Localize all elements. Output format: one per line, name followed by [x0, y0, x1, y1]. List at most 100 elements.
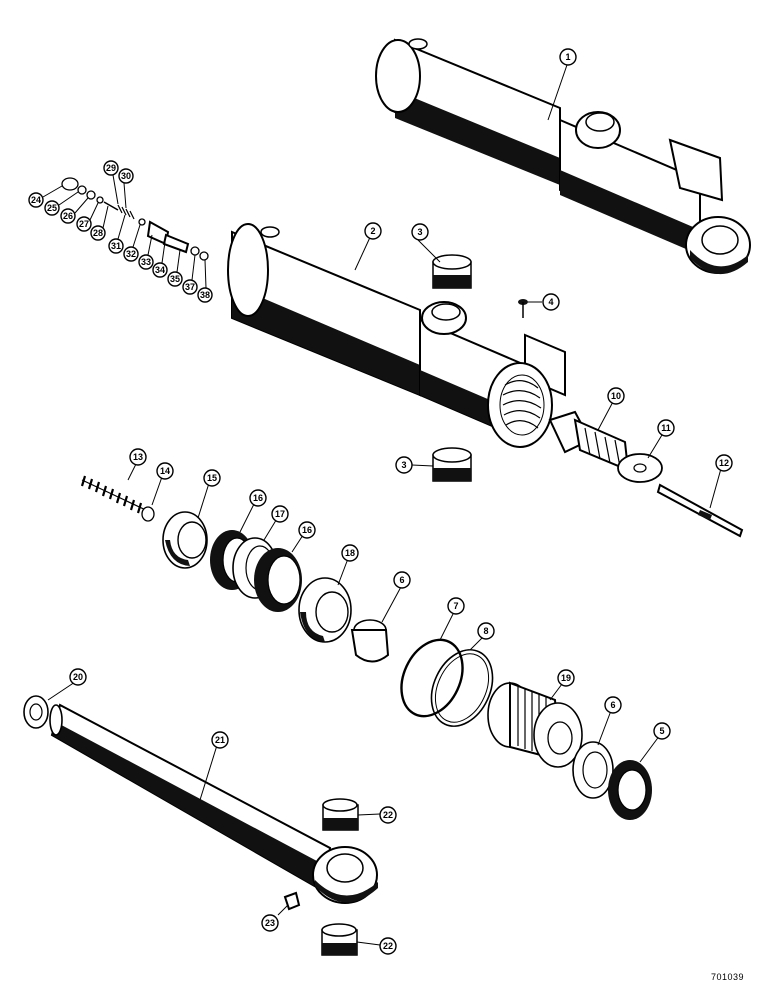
callout-37: 37 — [182, 279, 198, 295]
svg-text:7: 7 — [453, 601, 458, 611]
callout-33: 33 — [138, 254, 154, 270]
spring-part-13 — [80, 475, 151, 514]
o-ring-part-7 — [400, 638, 464, 718]
svg-text:3: 3 — [401, 460, 406, 470]
svg-text:16: 16 — [253, 493, 263, 503]
svg-text:23: 23 — [265, 918, 275, 928]
svg-text:32: 32 — [126, 249, 136, 259]
callout-35: 35 — [167, 271, 183, 287]
callout-16-left: 16 — [249, 489, 267, 507]
callout-1: 1 — [559, 48, 577, 66]
callout-27: 27 — [76, 216, 92, 232]
callout-19: 19 — [557, 669, 575, 687]
cylinder-assembly-part-1 — [375, 38, 751, 275]
svg-text:21: 21 — [215, 735, 225, 745]
svg-text:37: 37 — [185, 282, 195, 292]
svg-text:11: 11 — [661, 423, 671, 433]
svg-text:35: 35 — [170, 274, 180, 284]
callout-13: 13 — [129, 448, 147, 466]
cylinder-barrel-part-2 — [227, 223, 566, 448]
washer-part-11 — [617, 453, 663, 483]
wiper-part-5 — [608, 760, 652, 820]
callout-12: 12 — [715, 454, 733, 472]
bushing-part-3-bottom — [432, 447, 472, 482]
callout-18: 18 — [341, 544, 359, 562]
svg-text:38: 38 — [200, 290, 210, 300]
callout-3-bottom: 3 — [395, 456, 413, 474]
callout-28: 28 — [90, 225, 106, 241]
callout-8: 8 — [477, 622, 495, 640]
svg-text:6: 6 — [610, 700, 615, 710]
callout-6-bottom: 6 — [604, 696, 622, 714]
gland-part-19 — [487, 681, 583, 768]
svg-text:8: 8 — [483, 626, 488, 636]
backup-ring-part-8-b — [572, 741, 614, 799]
svg-text:20: 20 — [73, 672, 83, 682]
callout-15: 15 — [203, 469, 221, 487]
svg-text:18: 18 — [345, 548, 355, 558]
callout-14: 14 — [156, 462, 174, 480]
piston-part-18 — [298, 577, 352, 643]
bushing-part-22-top — [322, 798, 359, 831]
valve-components — [61, 177, 209, 261]
callout-22-top: 22 — [379, 806, 397, 824]
svg-text:26: 26 — [63, 211, 73, 221]
svg-text:24: 24 — [31, 195, 41, 205]
callout-11: 11 — [657, 419, 675, 437]
washer-part-20 — [23, 695, 49, 729]
callout-10: 10 — [607, 387, 625, 405]
svg-text:5: 5 — [659, 726, 664, 736]
svg-text:30: 30 — [121, 171, 131, 181]
svg-text:27: 27 — [79, 219, 89, 229]
svg-text:34: 34 — [155, 265, 165, 275]
bushing-part-22-bottom — [321, 923, 358, 956]
ball-part-14 — [141, 506, 155, 522]
svg-text:29: 29 — [106, 163, 116, 173]
catalog-number: 701039 — [710, 972, 744, 982]
callout-2: 2 — [364, 222, 382, 240]
callout-21: 21 — [211, 731, 229, 749]
pin-part-12 — [656, 483, 744, 538]
callout-38: 38 — [197, 287, 213, 303]
callout-6-top: 6 — [393, 571, 411, 589]
callout-25: 25 — [44, 200, 60, 216]
svg-text:6: 6 — [399, 575, 404, 585]
callout-20: 20 — [69, 668, 87, 686]
bushing-part-6-a — [350, 619, 390, 663]
svg-text:13: 13 — [133, 452, 143, 462]
svg-text:10: 10 — [611, 391, 621, 401]
callout-29: 29 — [103, 160, 119, 176]
callout-3-top: 3 — [411, 223, 429, 241]
svg-text:33: 33 — [141, 257, 151, 267]
adapter-part-10 — [548, 410, 630, 472]
grease-fitting-part-4 — [518, 299, 528, 318]
seal-part-16-b — [254, 548, 302, 612]
svg-text:1: 1 — [565, 52, 570, 62]
backup-ring-part-8-a — [430, 649, 494, 727]
callout-26: 26 — [60, 208, 76, 224]
callout-24: 24 — [28, 192, 44, 208]
callout-5: 5 — [653, 722, 671, 740]
callout-30: 30 — [118, 168, 134, 184]
svg-text:3: 3 — [417, 227, 422, 237]
piston-cup-part-15 — [162, 511, 208, 569]
bushing-part-3-top — [432, 254, 472, 289]
svg-text:22: 22 — [383, 810, 393, 820]
callout-22-bottom: 22 — [379, 937, 397, 955]
svg-text:22: 22 — [383, 941, 393, 951]
callout-23: 23 — [261, 914, 279, 932]
svg-text:4: 4 — [548, 297, 553, 307]
svg-text:28: 28 — [93, 228, 103, 238]
svg-text:14: 14 — [160, 466, 170, 476]
callout-34: 34 — [152, 262, 168, 278]
svg-text:31: 31 — [111, 241, 121, 251]
callout-32: 32 — [123, 246, 139, 262]
callout-31: 31 — [108, 238, 124, 254]
callout-7: 7 — [447, 597, 465, 615]
valve-leader-lines — [42, 174, 207, 289]
callout-16-right: 16 — [298, 521, 316, 539]
svg-text:12: 12 — [719, 458, 729, 468]
svg-text:16: 16 — [302, 525, 312, 535]
svg-text:25: 25 — [47, 203, 57, 213]
